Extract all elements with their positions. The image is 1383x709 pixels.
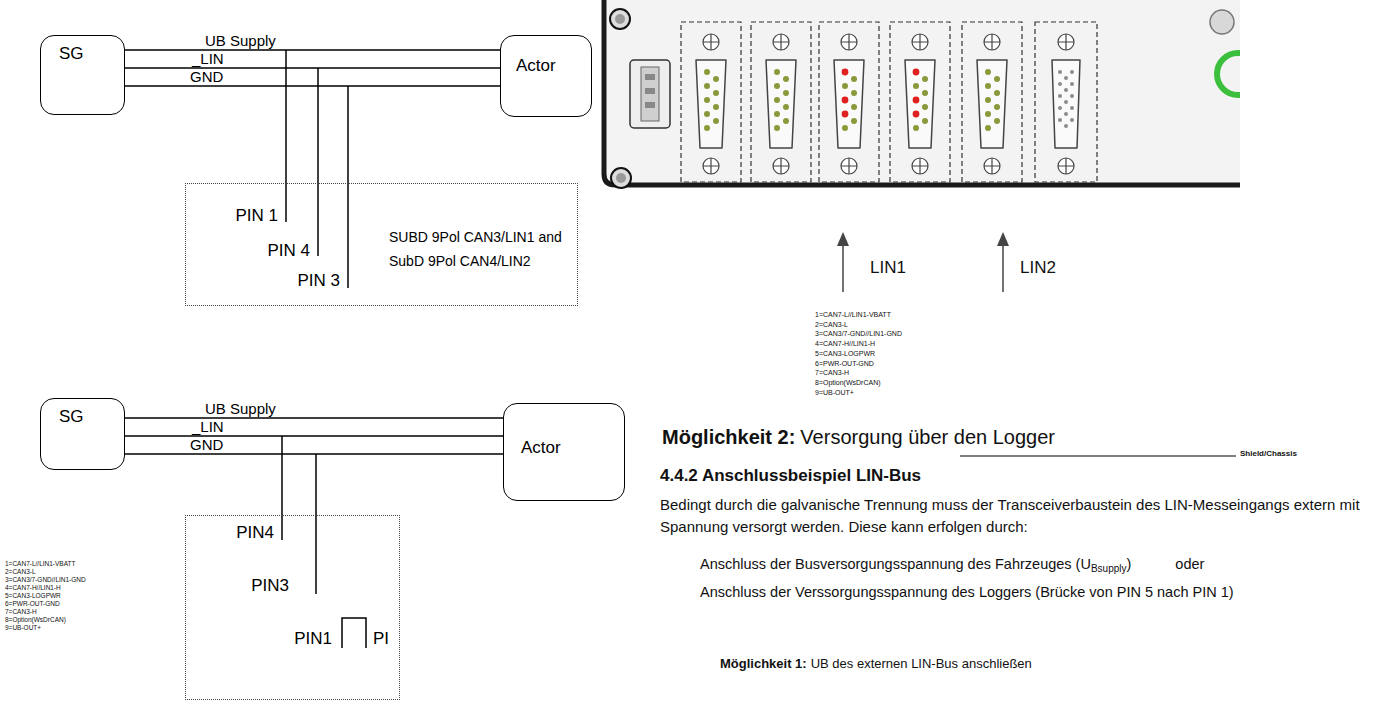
logger-panel	[603, 0, 1240, 188]
connector-group: PIN4PIN3PIN1 PI	[185, 515, 400, 700]
option-line: Bsupply	[1091, 563, 1127, 574]
pin-list: 3=CAN3/7-GND//LIN1-GND	[815, 329, 902, 339]
bus-wire	[125, 67, 500, 69]
bus-wire	[125, 85, 500, 87]
lin-arrows	[837, 232, 1009, 292]
option-heading: Möglichkeit 2:Versorgung über den Logger	[662, 426, 1055, 449]
signal-name: GND	[190, 69, 223, 85]
pin-list: 8=Option(WsDrCAN)	[815, 378, 902, 388]
control-unit-box: SG	[40, 398, 125, 470]
pin-list: 5=CAN3-LOGPWR	[5, 592, 86, 600]
pin-list: 6=PWR-OUT-GND	[5, 600, 86, 608]
pin-list: 1=CAN7-L//LIN1-VBATT	[815, 310, 902, 320]
pin-list: 9=UB-OUT+	[815, 388, 902, 398]
signal-name: UB Supply	[205, 401, 276, 417]
pin-list: 2=CAN3-L	[815, 320, 902, 330]
pin-list: 7=CAN3-H	[5, 608, 86, 616]
box-label: SG	[59, 407, 84, 427]
option-line: Anschluss der Verssorgungsspannung des L…	[700, 584, 1234, 600]
pin-list: 8=Option(WsDrCAN)	[5, 616, 86, 624]
pin-list: 2=CAN3-L	[5, 568, 86, 576]
signal-name: GND	[190, 437, 223, 453]
pin-label: PIN 3	[297, 271, 340, 291]
body-text: Bedingt durch die galvanische Trennung m…	[660, 494, 1378, 538]
pin-list: 4=CAN7-H//LIN1-H	[815, 339, 902, 349]
option-heading: UB des externen LIN-Bus anschließen	[811, 656, 1032, 671]
pin-label: PIN3	[251, 576, 289, 596]
option-line: )	[1127, 556, 1132, 572]
port-label: LIN2	[1020, 258, 1056, 278]
option-heading: Möglichkeit 1:	[720, 656, 807, 671]
signal-name: _LIN	[192, 51, 224, 67]
box-label: Actor	[516, 56, 556, 76]
pin-label: SUBD 9Pol CAN3/LIN1 and SubD 9Pol CAN4/L…	[389, 225, 569, 273]
bus-wire	[125, 453, 503, 455]
actor-box: Actor	[500, 35, 592, 117]
pin-label: PIN1	[294, 629, 332, 649]
pin-list: 5=CAN3-LOGPWR	[815, 349, 902, 359]
signal-name: UB Supply	[205, 33, 276, 49]
signal-name: _LIN	[192, 419, 224, 435]
pin-list: 6=PWR-OUT-GND	[815, 359, 902, 369]
pin-label: PIN4	[236, 523, 274, 543]
ground-label: Shield/Chassis	[1240, 449, 1297, 458]
pin-label: PIN 4	[267, 241, 310, 261]
option-line: Anschluss der Busversorgungsspannung des…	[700, 556, 1091, 572]
port-label: LIN2	[1020, 258, 1056, 278]
bus-wire	[125, 435, 503, 437]
option-line: Anschluss der Busversorgungsspannung des…	[700, 556, 1204, 572]
pin-list: 9=UB-OUT+	[5, 624, 86, 632]
ground-label: Shield/Chassis	[1240, 449, 1297, 458]
section-heading: 4.4.2 Anschlussbeispiel LIN-Bus	[660, 466, 921, 486]
shield-line	[960, 455, 1236, 456]
option-heading: Möglichkeit 1: UB des externen LIN-Bus an…	[720, 656, 1032, 671]
pin-list: 1=CAN7-L//LIN1-VBATT	[5, 560, 86, 568]
box-label: SG	[59, 44, 84, 64]
pin-list: 1=CAN7-L//LIN1-VBATT2=CAN3-L3=CAN3/7-GND…	[5, 560, 86, 632]
pin-wires	[282, 50, 366, 648]
box-label: Actor	[521, 438, 561, 458]
option-line: oder	[1175, 556, 1204, 572]
pin-label: PI	[373, 629, 389, 649]
section-heading: 4.4.2 Anschlussbeispiel LIN-Bus	[660, 466, 921, 486]
port-label: LIN1	[870, 258, 906, 278]
port-label: LIN1	[870, 258, 906, 278]
pin-label: PIN 1	[235, 206, 278, 226]
pin-list: 1=CAN7-L//LIN1-VBATT2=CAN3-L3=CAN3/7-GND…	[815, 310, 902, 397]
option-heading: Möglichkeit 2:	[662, 426, 795, 449]
bus-wire	[125, 49, 500, 51]
pin-list: 4=CAN7-H//LIN1-H	[5, 584, 86, 592]
pin-list: 3=CAN3/7-GND//LIN1-GND	[5, 576, 86, 584]
actor-box: Actor	[503, 403, 625, 501]
control-unit-box: SG	[40, 35, 125, 115]
option-heading: Versorgung über den Logger	[800, 426, 1055, 449]
pin-list: 7=CAN3-H	[815, 368, 902, 378]
bus-wire	[125, 417, 503, 419]
option-line: Anschluss der Verssorgungsspannung des L…	[700, 584, 1234, 600]
body-text: Bedingt durch die galvanische Trennung m…	[660, 494, 1378, 538]
connector-group: PIN 1 PIN 4 PIN 3 SUBD 9Pol CAN3/LIN1 and S…	[185, 183, 578, 306]
